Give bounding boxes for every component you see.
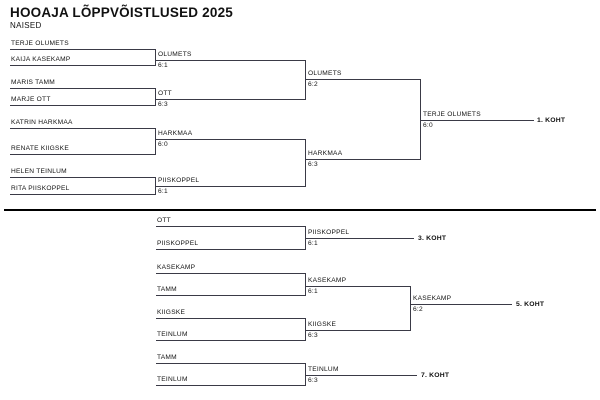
match-winner: OLUMETS	[308, 70, 342, 77]
bracket-line	[10, 154, 156, 155]
bracket-connector	[155, 49, 156, 66]
match-winner: HARKMAA	[308, 150, 343, 157]
bracket-line	[10, 105, 156, 106]
entrant-name: KASEKAMP	[157, 264, 196, 271]
entrant-name: TAMM	[157, 286, 177, 293]
bracket-connector	[305, 318, 306, 341]
bracket-connector	[305, 60, 306, 100]
bracket-line	[156, 226, 306, 227]
entrant-name: KATRIN HARKMAA	[11, 119, 73, 126]
entrant-name: KAIJA KASEKAMP	[11, 56, 71, 63]
entrant-name: HELEN TEINLUM	[11, 168, 67, 175]
bracket-line	[156, 186, 306, 187]
match-score: 6:1	[158, 62, 168, 69]
bracket-line	[156, 340, 306, 341]
bracket-connector	[155, 177, 156, 195]
match-score: 6:0	[423, 122, 433, 129]
bracket-line	[156, 363, 306, 364]
match-score: 6:1	[158, 188, 168, 195]
bracket-line	[306, 330, 411, 331]
bracket-connector	[155, 128, 156, 155]
match-score: 6:2	[308, 81, 318, 88]
placement-label: 7. KOHT	[421, 372, 450, 379]
match-winner: KASEKAMP	[308, 277, 347, 284]
bracket-line	[10, 65, 156, 66]
entrant-name: TEINLUM	[157, 376, 188, 383]
entrant-name: MARJE OTT	[11, 96, 51, 103]
bracket-line	[306, 375, 417, 376]
match-winner: TERJE OLUMETS	[423, 111, 481, 118]
entrant-name: TERJE OLUMETS	[11, 40, 69, 47]
bracket-line	[156, 249, 306, 250]
bracket-line	[306, 159, 421, 160]
bracket-line	[156, 273, 306, 274]
bracket-connector	[305, 363, 306, 386]
match-winner: PIISKOPPEL	[158, 177, 200, 184]
match-winner: OLUMETS	[158, 51, 192, 58]
bracket-line	[156, 60, 306, 61]
entrant-name: RENATE KIIGSKE	[11, 145, 69, 152]
bracket-line	[10, 177, 156, 178]
match-winner: HARKMAA	[158, 130, 193, 137]
match-winner: TEINLUM	[308, 366, 339, 373]
bracket-connector	[155, 88, 156, 106]
section-divider	[4, 209, 596, 211]
bracket-line	[306, 238, 414, 239]
bracket-connector	[305, 139, 306, 187]
bracket-line	[10, 49, 156, 50]
bracket-line	[306, 79, 421, 80]
match-score: 6:0	[158, 141, 168, 148]
entrant-name: MARIS TAMM	[11, 79, 56, 86]
bracket-line	[156, 139, 306, 140]
bracket-connector	[305, 226, 306, 250]
placement-label: 3. KOHT	[418, 235, 447, 242]
bracket-connector	[305, 273, 306, 296]
entrant-name: PIISKOPPEL	[157, 240, 199, 247]
page-title: HOOAJA LÕPPVÕISTLUSED 2025	[10, 5, 234, 20]
entrant-name: TAMM	[157, 354, 177, 361]
placement-label: 1. KOHT	[537, 117, 566, 124]
match-score: 6:3	[308, 161, 318, 168]
bracket-line	[10, 88, 156, 89]
entrant-name: RITA PIISKOPPEL	[11, 185, 70, 192]
bracket-line	[411, 304, 512, 305]
bracket-connector	[420, 79, 421, 160]
entrant-name: KIIGSKE	[157, 309, 186, 316]
bracket-line	[306, 286, 411, 287]
bracket-line	[10, 194, 156, 195]
page-subtitle: NAISED	[10, 21, 42, 30]
match-winner: OTT	[158, 90, 172, 97]
bracket-line	[156, 295, 306, 296]
match-score: 6:3	[308, 332, 318, 339]
match-score: 6:1	[308, 288, 318, 295]
placement-label: 5. KOHT	[516, 301, 545, 308]
bracket-line	[10, 128, 156, 129]
match-winner: PIISKOPPEL	[308, 229, 350, 236]
bracket-line	[421, 120, 534, 121]
bracket-connector	[410, 286, 411, 331]
bracket-line	[156, 385, 306, 386]
match-score: 6:1	[308, 240, 318, 247]
match-score: 6:2	[413, 306, 423, 313]
match-winner: KIIGSKE	[308, 321, 337, 328]
bracket-line	[156, 99, 306, 100]
match-score: 6:3	[308, 377, 318, 384]
match-winner: KASEKAMP	[413, 295, 452, 302]
entrant-name: OTT	[157, 217, 171, 224]
bracket-line	[156, 318, 306, 319]
entrant-name: TEINLUM	[157, 331, 188, 338]
match-score: 6:3	[158, 101, 168, 108]
